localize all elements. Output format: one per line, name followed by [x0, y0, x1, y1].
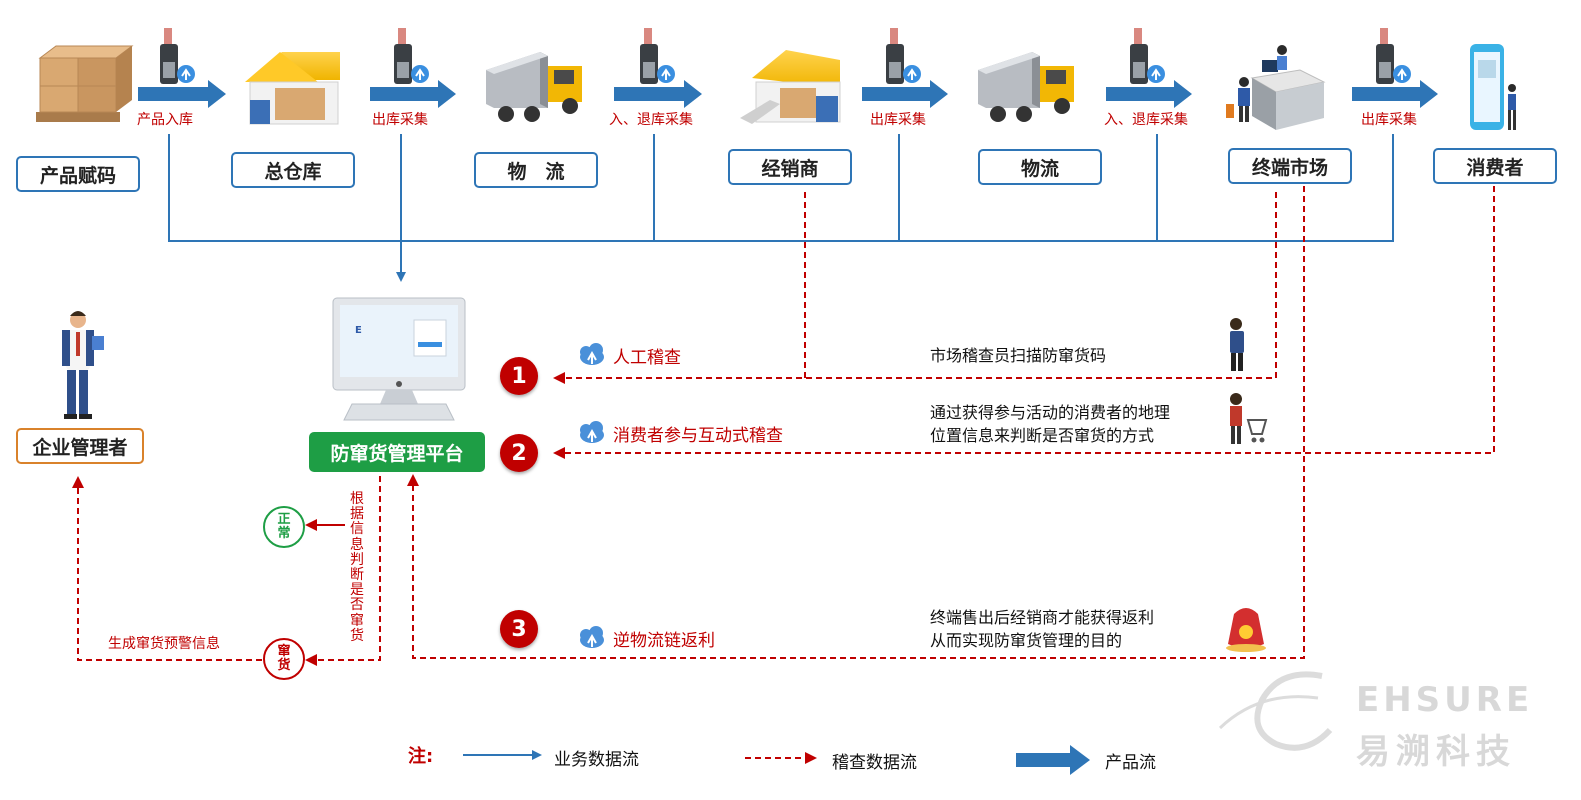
watermark-brand: EHSURE — [1356, 680, 1534, 720]
mobile-phone-icon — [1470, 44, 1516, 130]
node-terminal-market: 终端市场 — [1228, 148, 1352, 184]
product-boxes-icon — [36, 45, 134, 122]
check-data-lines — [72, 186, 1495, 666]
flow-label-out-collect: 出库采集 — [372, 112, 428, 128]
node-label: 物流 — [1020, 157, 1059, 180]
legend-product-arrow — [1016, 745, 1090, 775]
step-3-badge: 3 — [500, 610, 538, 648]
desc-line: 市场稽查员扫描防窜货码 — [930, 346, 1107, 365]
legend-product-flow: 产品流 — [1105, 753, 1156, 773]
desc-line: 从而实现防窜货管理的目的 — [930, 631, 1123, 650]
step-2-badge: 2 — [500, 434, 538, 472]
scanner-icon-4 — [886, 28, 921, 84]
inspector-person-icon — [1230, 318, 1244, 371]
desc-line: 终端售出后经销商才能获得返利 — [930, 608, 1155, 627]
flow-label-in-return-collect: 入、退库采集 — [1104, 112, 1188, 128]
svg-text:E: E — [355, 325, 362, 336]
manager-person-icon — [62, 311, 104, 419]
diverted-circle: 窜货 — [263, 638, 305, 680]
business-data-lines — [168, 134, 1394, 282]
cloud-upload-icon-3 — [580, 626, 604, 648]
flow-label-out-collect: 出库采集 — [870, 112, 926, 128]
legend-note: 注: — [408, 746, 434, 767]
scanner-icon-3 — [640, 28, 675, 84]
truck-icon — [486, 52, 582, 122]
flow-label-in-return-collect: 入、退库采集 — [609, 112, 693, 128]
scanner-icon-5 — [1130, 28, 1165, 84]
node-enterprise-manager: 企业管理者 — [16, 428, 144, 464]
check-desc-1: 市场稽查员扫描防窜货码 — [930, 344, 1106, 367]
check-desc-2: 通过获得参与活动的消费者的地理 位置信息来判断是否窜货的方式 — [930, 401, 1170, 447]
node-logistics-2: 物流 — [978, 149, 1102, 185]
watermark-cn: 易溯科技 — [1356, 732, 1516, 772]
alert-label: 生成窜货预警信息 — [108, 636, 220, 652]
legend-check-flow: 稽查数据流 — [832, 753, 917, 773]
shopper-cart-icon — [1230, 393, 1268, 444]
computer-icon: E — [332, 297, 466, 421]
node-label: 终端市场 — [1251, 156, 1328, 179]
warehouse-icon — [245, 52, 340, 125]
node-label: 总仓库 — [264, 160, 322, 183]
node-label: 消费者 — [1466, 156, 1524, 179]
desc-line: 通过获得参与活动的消费者的地理 — [930, 403, 1171, 422]
node-consumer: 消费者 — [1433, 148, 1557, 184]
desc-line: 位置信息来判断是否窜货的方式 — [930, 426, 1155, 445]
cloud-upload-icon-2 — [580, 421, 604, 443]
judge-vertical-text: 根据信息判断是否窜货 — [350, 491, 364, 644]
node-label: 企业管理者 — [32, 436, 128, 459]
distributor-warehouse-icon — [740, 50, 841, 124]
ehsure-logo-watermark — [1218, 671, 1333, 751]
legend-business-flow: 业务数据流 — [554, 750, 639, 770]
check-label-manual: 人工稽查 — [613, 348, 681, 368]
red-envelope-bag-icon — [1226, 608, 1266, 652]
check-label-consumer: 消费者参与互动式稽查 — [613, 426, 783, 446]
node-logistics-1: 物 流 — [474, 152, 598, 188]
flow-label-out-collect: 出库采集 — [1361, 112, 1417, 128]
flow-label-in-stock: 产品入库 — [137, 112, 193, 128]
node-label: 物 流 — [507, 160, 565, 183]
node-main-warehouse: 总仓库 — [231, 152, 355, 188]
anti-diversion-platform: 防窜货管理平台 — [309, 432, 485, 472]
node-product-coding: 产品赋码 — [16, 156, 140, 192]
truck-icon-2 — [978, 52, 1074, 122]
check-label-rebate: 逆物流链返利 — [613, 631, 715, 651]
scanner-icon-6 — [1376, 28, 1411, 84]
diverted-label: 窜货 — [277, 644, 291, 673]
scanner-icon-1 — [160, 28, 195, 84]
node-label: 经销商 — [761, 157, 819, 180]
check-desc-3: 终端售出后经销商才能获得返利 从而实现防窜货管理的目的 — [930, 606, 1154, 652]
step-1-badge: 1 — [500, 357, 538, 395]
store-counter-icon — [1226, 45, 1326, 130]
cloud-upload-icon-1 — [580, 343, 604, 365]
node-label: 产品赋码 — [39, 164, 116, 187]
scanner-icon-2 — [394, 28, 429, 84]
node-distributor: 经销商 — [728, 149, 852, 185]
normal-circle: 正常 — [263, 506, 305, 548]
normal-label: 正常 — [277, 512, 291, 541]
product-flow-arrows — [138, 80, 1438, 108]
